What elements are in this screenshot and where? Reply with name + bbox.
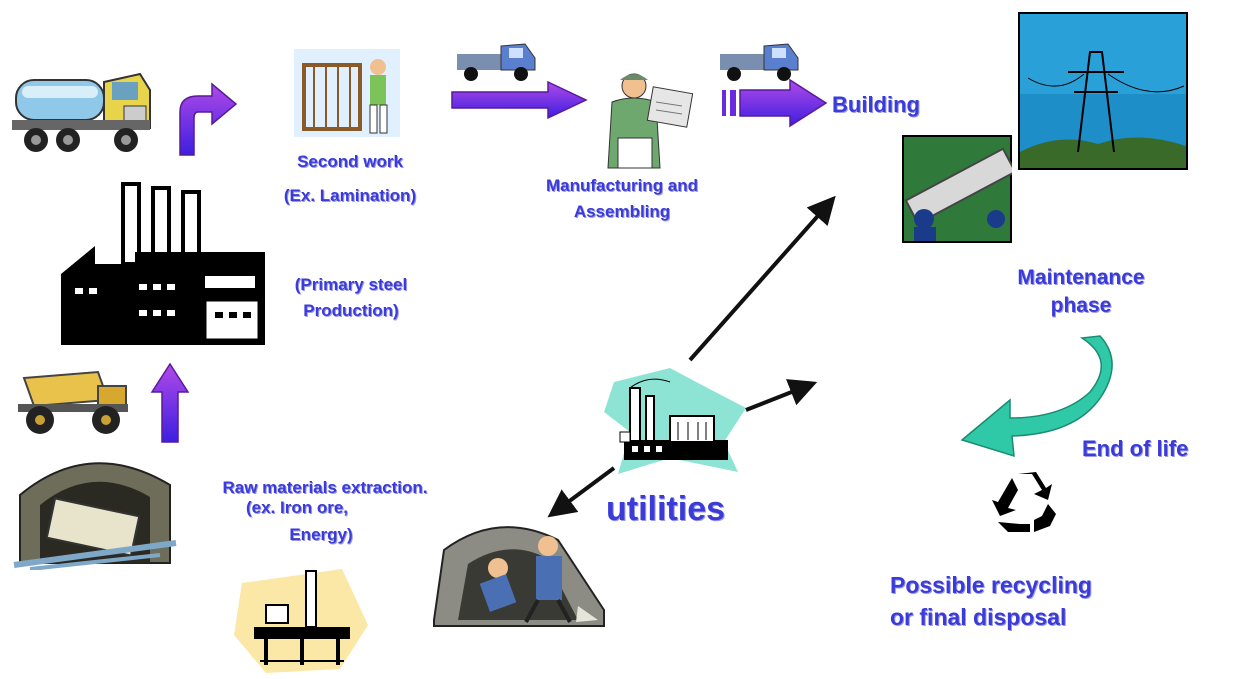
delivery-truck-icon — [457, 43, 536, 81]
utilities-label: utilities — [606, 490, 726, 528]
primary-steel-label: (Primary steel Production) — [294, 275, 408, 320]
tanker-truck-icon — [12, 72, 151, 152]
engineer-icon — [607, 73, 694, 169]
recycle-icon — [992, 472, 1056, 532]
pipe-installation-photo — [902, 135, 1012, 243]
utility-arrow-right — [745, 379, 818, 412]
process-arrow-manufacturing — [451, 80, 588, 120]
building-label: Building — [832, 92, 920, 117]
factory-icon — [61, 182, 265, 345]
oil-rig-icon — [234, 569, 368, 673]
power-line-photo — [1018, 12, 1188, 170]
mine-tunnel-icon — [13, 462, 177, 570]
maintenance-label: Maintenance phase — [1017, 266, 1145, 318]
process-arrow-up — [150, 362, 190, 443]
mining-dump-truck-icon — [18, 370, 128, 434]
delivery-truck-icon — [720, 43, 799, 81]
process-arrow-up-right — [179, 82, 238, 156]
loom-worker-icon — [294, 49, 400, 137]
utility-arrow-building — [688, 195, 836, 362]
process-arrow-building — [722, 78, 828, 128]
end-of-life-label: End of life — [1082, 436, 1189, 461]
second-work-label: Second work (Ex. Lamination) — [283, 152, 417, 205]
utilities-plant-icon — [604, 368, 746, 474]
recycling-label: Possible recycling or final disposal — [890, 572, 1092, 631]
raw-materials-label: Raw materials extraction. (ex. Iron ore,… — [222, 478, 428, 545]
manufacturing-label: Manufacturing and Assembling — [545, 176, 699, 221]
miners-icon — [433, 526, 605, 627]
